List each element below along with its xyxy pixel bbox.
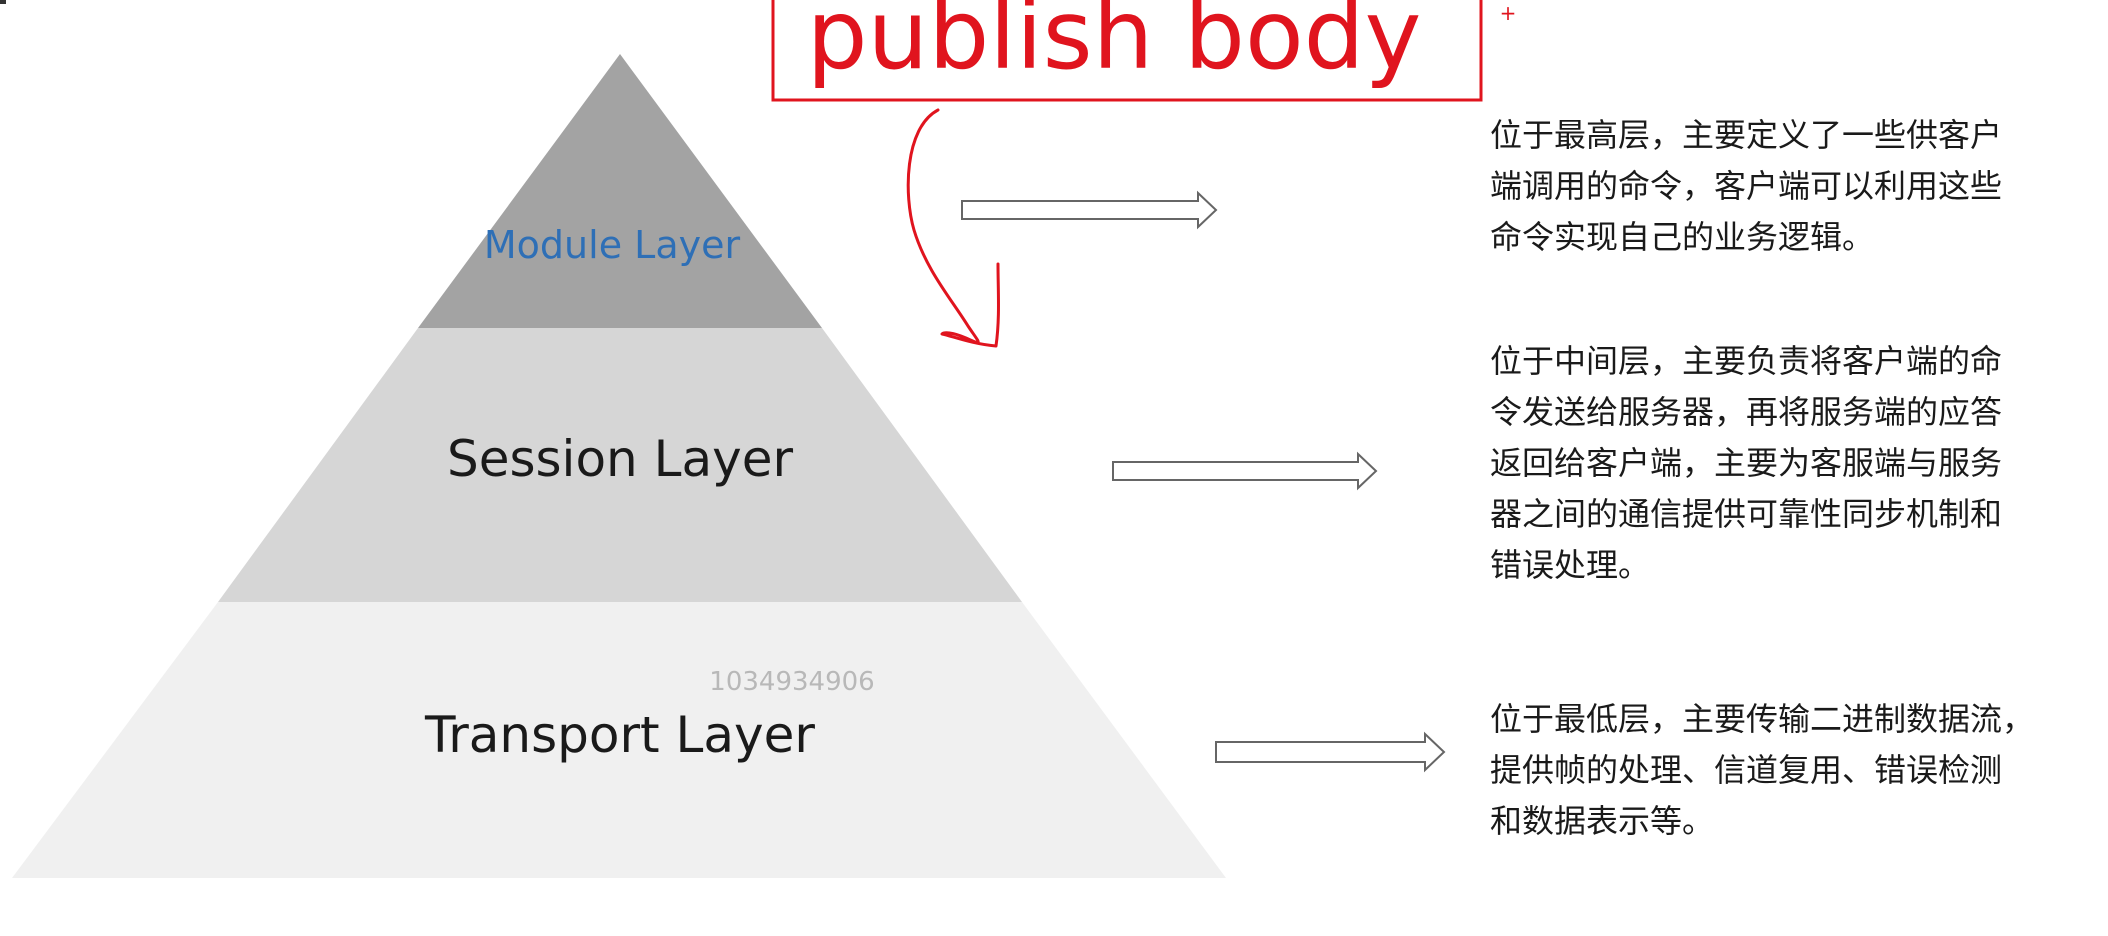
- arrow-module: [961, 190, 1218, 230]
- arrow-session: [1112, 451, 1378, 491]
- transport-layer-description: 位于最低层，主要传输二进制数据流， 提供帧的处理、信道复用、错误检测 和数据表示…: [1490, 700, 2035, 840]
- module-layer-shape: [418, 54, 822, 328]
- transport-layer-label: Transport Layer: [424, 706, 815, 764]
- annotation-curve: [906, 108, 1000, 348]
- arrow-transport: [1215, 731, 1446, 773]
- watermark-text: 1034934906: [709, 667, 874, 697]
- module-layer-description: 位于最高层，主要定义了一些供客户 端调用的命令，客户端可以利用这些 命令实现自己…: [1490, 116, 2003, 256]
- transport-layer-shape: [12, 602, 1226, 878]
- module-layer-label: Module Layer: [484, 223, 741, 267]
- session-layer-label: Session Layer: [447, 430, 794, 488]
- annotation-box: [771, 0, 1483, 102]
- session-layer-description: 位于中间层，主要负责将客户端的命 令发送给服务器，再将服务端的应答 返回给客户端…: [1490, 342, 2003, 584]
- corner-mark: [0, 0, 6, 4]
- session-layer-shape: [218, 328, 1022, 602]
- annotation-plus: +: [1500, 1, 1517, 25]
- annotation-text: publish body: [807, 0, 1422, 91]
